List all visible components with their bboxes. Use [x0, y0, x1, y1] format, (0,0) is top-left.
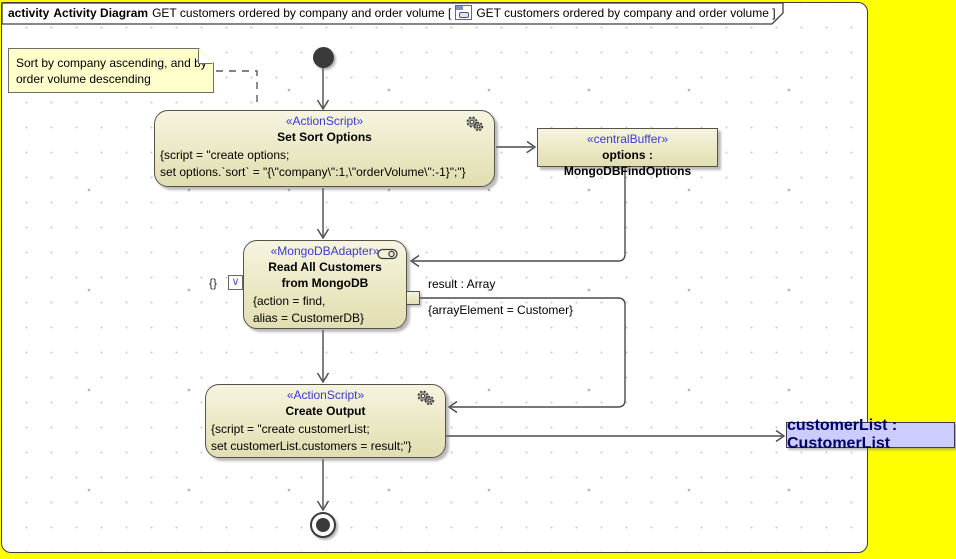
value-pin[interactable]: ∨ — [228, 275, 243, 290]
note-text-line1: Sort by company ascending, and by — [16, 56, 207, 70]
action-script-line1: {script = "create customerList; — [211, 422, 370, 436]
diagram-kind-keyword: activity — [8, 5, 50, 20]
action-script-line2: set customerList.customers = result;"} — [211, 439, 412, 453]
action-tag-line1: {action = find, — [253, 294, 326, 308]
diagram-name: GET customers ordered by company and ord… — [152, 5, 452, 20]
diagram-title: activity Activity Diagram GET customers … — [8, 5, 776, 20]
stereotype-label: «ActionScript» — [285, 114, 364, 128]
object-node-customerlist[interactable]: customerList : CustomerList — [786, 417, 955, 452]
action-name: Set Sort Options — [277, 130, 372, 144]
initial-node[interactable] — [313, 47, 334, 68]
buffer-name: options : MongoDBFindOptions — [563, 148, 692, 178]
action-script-line2: set options.`sort` = "{\"company\":1,\"o… — [160, 165, 466, 179]
stereotype-label: «ActionScript» — [286, 388, 365, 402]
value-pin-value-label: {} — [209, 276, 218, 290]
activity-final-node[interactable] — [310, 512, 336, 538]
stereotype-label: «MongoDBAdapter» — [270, 244, 380, 258]
action-set-sort-options[interactable]: «ActionScript» Set Sort Options {script … — [154, 110, 495, 187]
script-gears-icon — [417, 390, 435, 406]
activity-frame — [1, 2, 868, 553]
stereotype-label: «centralBuffer» — [586, 132, 669, 146]
action-name-line1: Read All Customers — [268, 260, 382, 274]
comment-note[interactable]: Sort by company ascending, and by order … — [8, 48, 214, 93]
activity-final-dot — [316, 518, 330, 532]
action-read-all-customers[interactable]: «MongoDBAdapter» Read All Customers from… — [243, 240, 407, 329]
diagram-kind-name: Activity Diagram — [53, 5, 149, 20]
central-buffer-options[interactable]: «centralBuffer» options : MongoDBFindOpt… — [537, 128, 718, 178]
activity-diagram-icon — [455, 5, 473, 20]
action-tag-line2: alias = CustomerDB} — [253, 311, 365, 325]
adapter-icon — [377, 248, 398, 260]
diagram-context-name: GET customers ordered by company and ord… — [476, 5, 776, 20]
script-gears-icon — [466, 116, 484, 132]
object-node-name: customerList : CustomerList — [787, 417, 898, 452]
array-element-label: {arrayElement = Customer} — [428, 303, 574, 317]
result-flow-label: result : Array — [428, 277, 496, 291]
action-create-output[interactable]: «ActionScript» Create Output {script = "… — [205, 384, 446, 458]
action-name-line2: from MongoDB — [281, 276, 369, 290]
action-script-line1: {script = "create options; — [160, 148, 290, 162]
result-output-pin[interactable] — [406, 291, 420, 305]
note-text-line2: order volume descending — [16, 72, 151, 86]
action-name: Create Output — [285, 404, 366, 418]
